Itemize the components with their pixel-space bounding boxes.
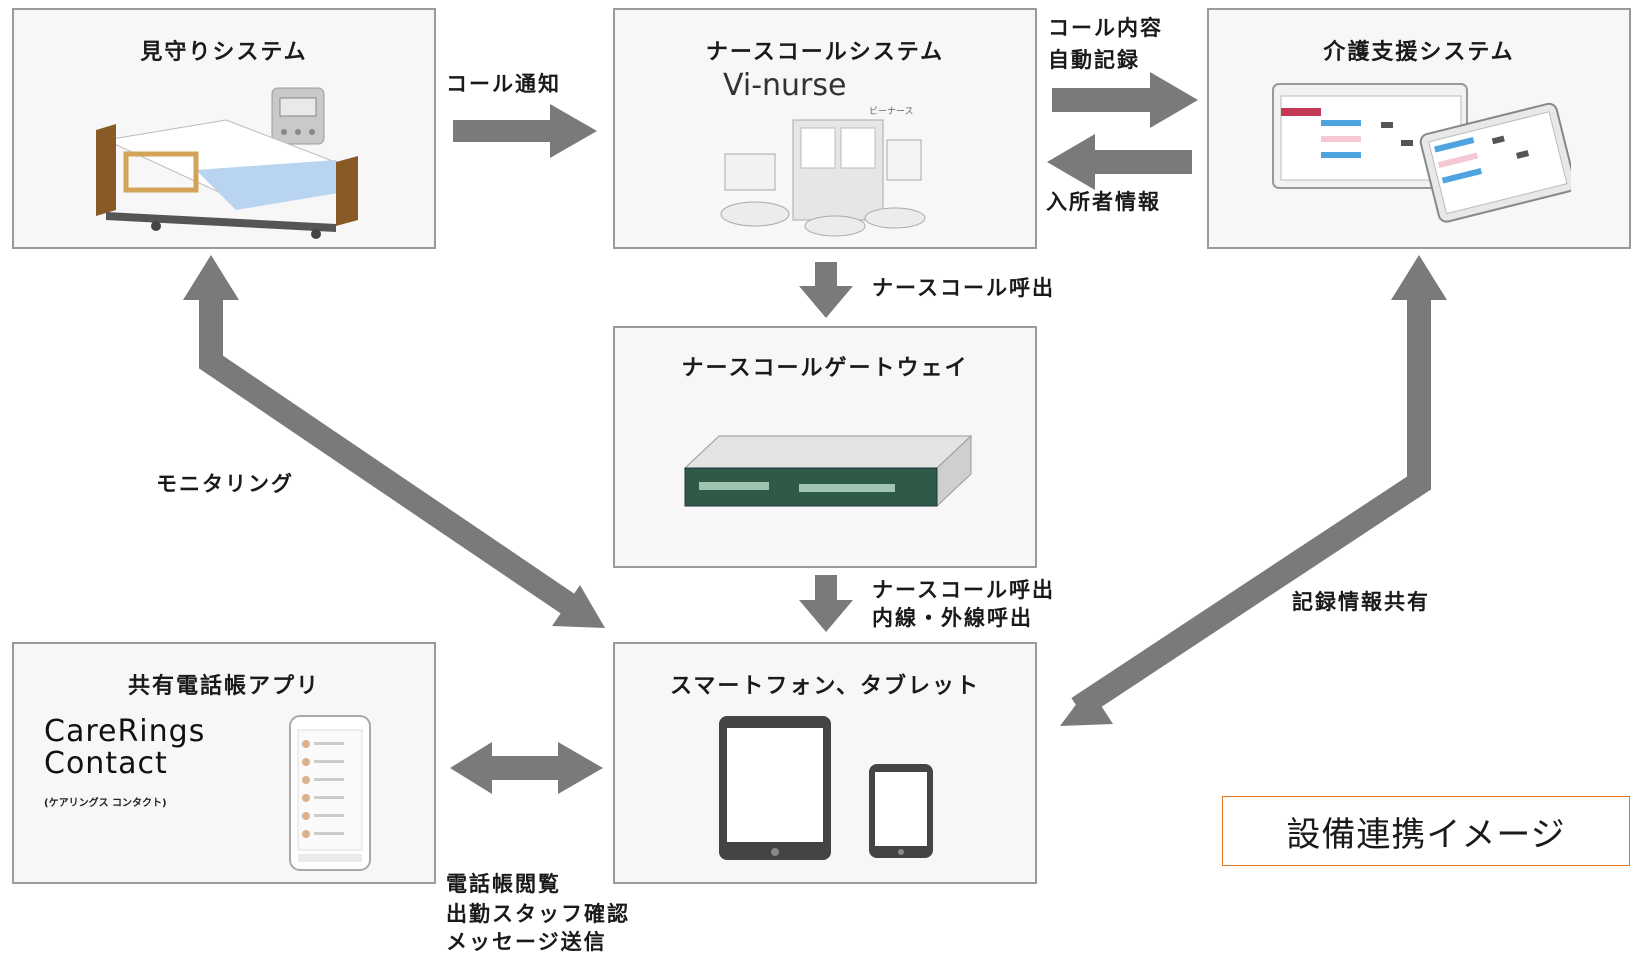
smartphone-icon xyxy=(869,764,933,858)
label-phonebook-action-1: 電話帳閲覧 xyxy=(446,872,561,896)
label-monitoring: モニタリング xyxy=(156,472,294,496)
arrow-resident-info xyxy=(1047,134,1192,190)
arrow-monitoring xyxy=(199,295,584,620)
arrow-nurse-call-down-2 xyxy=(799,575,853,632)
arrow-record-share xyxy=(1071,295,1431,719)
box-title-gateway: ナースコールゲートウェイ xyxy=(681,356,969,381)
brand-reading: ビーナース xyxy=(869,107,914,117)
box-nurse-call-system: ナースコールシステム Vi-nurse ビーナース xyxy=(613,8,1037,249)
arrow-call-notify xyxy=(453,104,597,158)
label-phonebook-action-3: メッセージ送信 xyxy=(446,930,607,954)
box-title-watch: 見守りシステム xyxy=(140,40,308,65)
box-gateway: ナースコールゲートウェイ xyxy=(613,326,1037,568)
label-nurse-call-1: ナースコール呼出 xyxy=(872,276,1055,300)
box-phonebook-app: 共有電話帳アプリ CareRings Contact (ケアリングス コンタクト… xyxy=(12,642,436,884)
label-nurse-call-2b: 内線・外線呼出 xyxy=(872,606,1033,630)
box-title-nursecall: ナースコールシステム xyxy=(705,40,945,65)
label-nurse-call-2a: ナースコール呼出 xyxy=(872,578,1055,602)
app-name-line2: Contact xyxy=(44,746,168,781)
care-screen-icon xyxy=(1272,83,1571,223)
gateway-device-icon xyxy=(683,434,973,508)
label-resident-info: 入所者情報 xyxy=(1046,190,1161,214)
label-phonebook-action-2: 出勤スタッフ確認 xyxy=(446,902,630,926)
tablet-icon xyxy=(719,716,831,860)
box-title-smartphone: スマートフォン、タブレット xyxy=(669,674,981,699)
box-care-support-system: 介護支援システム xyxy=(1207,8,1631,249)
app-name-line1: CareRings xyxy=(44,714,206,749)
box-smartphone-tablet: スマートフォン、タブレット xyxy=(613,642,1037,884)
caption-text: 設備連携イメージ xyxy=(1286,814,1566,855)
nurse-call-devices-icon xyxy=(720,119,926,237)
label-auto-record-1: コール内容 xyxy=(1048,16,1163,40)
sensor-icon xyxy=(271,87,325,145)
caption-box: 設備連携イメージ xyxy=(1222,796,1630,866)
brand-vi-nurse: Vi-nurse xyxy=(723,68,847,103)
box-title-care: 介護支援システム xyxy=(1323,40,1515,65)
bed-icon xyxy=(96,119,358,239)
arrow-nurse-call-down-1 xyxy=(799,262,853,318)
box-title-phonebook: 共有電話帳アプリ xyxy=(127,674,320,699)
app-screen-icon xyxy=(289,715,371,871)
label-record-share: 記録情報共有 xyxy=(1292,590,1430,614)
label-call-notify: コール通知 xyxy=(446,72,561,96)
box-watch-system: 見守りシステム xyxy=(12,8,436,249)
label-auto-record-2: 自動記録 xyxy=(1048,48,1140,72)
arrow-auto-record xyxy=(1052,72,1198,128)
arrow-phonebook-sync xyxy=(450,742,603,794)
app-reading: (ケアリングス コンタクト) xyxy=(44,798,167,809)
